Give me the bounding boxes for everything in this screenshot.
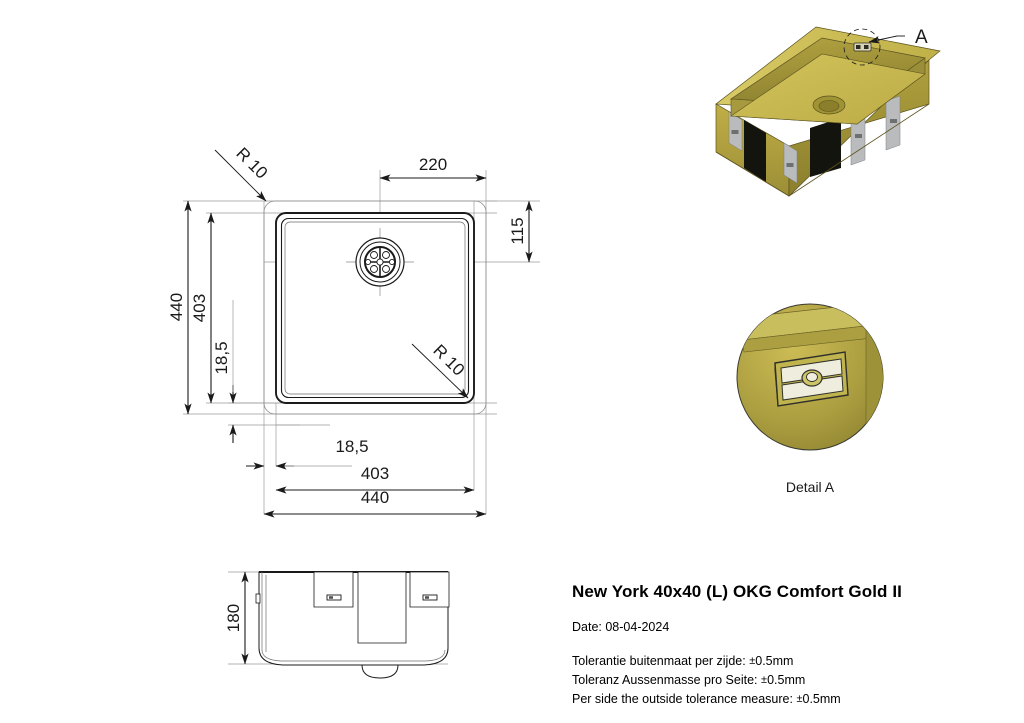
dimension-drain-220: 220: [379, 155, 487, 182]
dimension-label-height-440: 440: [167, 293, 186, 321]
drawing-date: Date: 08-04-2024: [572, 620, 670, 634]
dimension-label-depth-180: 180: [224, 604, 243, 632]
dimension-drain-115: 115: [486, 200, 540, 263]
tolerance-label-de: Toleranz Aussenmasse pro Seite:: [572, 673, 758, 687]
front-view-drain-boss: [361, 664, 399, 679]
tolerance-sign-en: ±: [796, 693, 803, 705]
dimension-label-drain-220: 220: [419, 155, 447, 174]
callout-a-label: A: [915, 27, 928, 48]
iso-detail-circle: [843, 28, 881, 66]
iso-pad-right: [810, 118, 841, 177]
radius-callout-top-left: R 10: [214, 144, 271, 202]
iso-view: A: [715, 26, 941, 197]
front-view-mounting-clips: [313, 571, 450, 608]
iso-bottom-edge: [715, 103, 930, 197]
iso-bowl-floor: [730, 53, 926, 125]
tolerance-note-en: Per side the outside tolerance measure: …: [572, 690, 1012, 709]
drain-assembly: [346, 228, 414, 296]
detail-a-flange-edge: [741, 321, 883, 353]
tolerance-sign-de: ±: [761, 674, 768, 686]
iso-overflow-slot-right: [864, 45, 869, 49]
dimension-height-403: 403: [190, 212, 215, 404]
dimension-label-rim-offset-left: 18,5: [212, 341, 231, 374]
tolerance-sign-nl: ±: [749, 655, 756, 667]
tolerance-value-de: 0.5mm: [767, 673, 806, 687]
tolerance-value-nl: 0.5mm: [755, 654, 794, 668]
iso-drain-inner: [818, 100, 840, 112]
detail-a-view: Detail A: [736, 303, 884, 495]
sink-outer-outline: [263, 200, 487, 415]
dimension-rim-offset-left: 18,5: [212, 300, 237, 443]
tolerance-label-en: Per side the outside tolerance measure:: [572, 692, 793, 706]
dimension-label-height-403: 403: [190, 294, 209, 322]
dimension-width-403: 403: [275, 464, 475, 494]
sink-basin-bottom-edge: [284, 221, 466, 395]
tolerance-note-nl: Tolerantie buitenmaat per zijde: ±0.5mm: [572, 652, 1012, 671]
radius-callout-label-top-left: R 10: [232, 144, 271, 183]
dimension-label-width-403: 403: [361, 464, 389, 483]
dimension-label-rim-offset-bottom: 18,5: [335, 437, 368, 456]
detail-a-overflow-plate: [774, 351, 849, 407]
front-view-inner-contour: [261, 572, 446, 662]
callout-a-leader: [868, 35, 905, 44]
front-view: 180: [224, 571, 450, 679]
dimension-label-drain-115: 115: [508, 217, 527, 244]
dimension-height-440: 440: [167, 200, 192, 415]
top-view: 440 403 18,5 18,5: [167, 144, 540, 518]
detail-a-caption: Detail A: [786, 479, 835, 495]
dimension-width-440: 440: [263, 488, 487, 518]
tolerance-label-nl: Tolerantie buitenmaat per zijde:: [572, 654, 746, 668]
tolerance-value-en: 0.5mm: [802, 692, 841, 706]
iso-pad-left: [744, 120, 766, 182]
front-view-side-tab: [255, 593, 261, 604]
dimension-depth-180: 180: [224, 571, 249, 665]
dimension-rim-offset-bottom: 18,5: [246, 437, 369, 470]
iso-overflow-slot-left: [856, 45, 861, 49]
sink-basin-inner-offset: [280, 217, 470, 399]
tolerance-notes: Tolerantie buitenmaat per zijde: ±0.5mm …: [572, 652, 1012, 709]
dimension-label-width-440: 440: [361, 488, 389, 507]
tolerance-note-de: Toleranz Aussenmasse pro Seite: ±0.5mm: [572, 671, 1012, 690]
product-title: New York 40x40 (L) OKG Comfort Gold II: [572, 582, 903, 601]
title-block: New York 40x40 (L) OKG Comfort Gold II D…: [572, 582, 1012, 709]
front-view-center-panel: [357, 571, 407, 644]
